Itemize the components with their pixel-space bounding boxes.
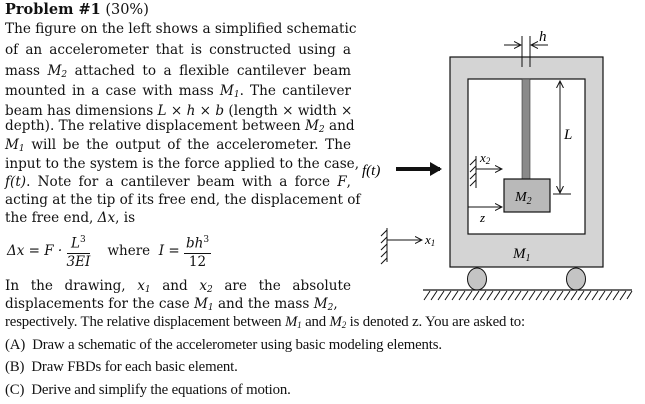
paragraph-line-1: The figure on the left shows a simplifie… <box>5 21 357 37</box>
z-label: z <box>479 210 485 225</box>
paragraph-line-12: In the drawing, x1 and x2 are the absolu… <box>5 278 351 295</box>
x2-label: x2 <box>479 150 491 166</box>
deflection-equation: Δx = F · L3 3EI where I = bh3 12 <box>7 232 212 276</box>
mass-m2: M2 <box>503 178 551 213</box>
problem-title: Problem #1 (30%) <box>5 1 149 18</box>
z-reference: z <box>468 207 502 225</box>
l-dimension: L <box>553 81 572 195</box>
wheel-right <box>566 267 586 291</box>
l-label: L <box>563 127 572 143</box>
task-c: (C) Derive and simplify the equations of… <box>5 382 291 398</box>
problem-number: Problem #1 <box>5 1 101 18</box>
paragraph-line-6: depth). The relative displacement betwee… <box>5 118 355 135</box>
paragraph-line-10: acting at the tip of its free end, the d… <box>5 192 361 208</box>
wheel-left <box>467 267 487 291</box>
x1-label: x1 <box>424 232 435 248</box>
paragraph-line-5: beam has dimensions L × h × b (length × … <box>5 103 353 119</box>
task-b: (B) Draw FBDs for each basic element. <box>5 359 238 375</box>
paragraph-line-11: the free end, Δx, is <box>5 210 136 226</box>
fraction-l3-3ei: L3 3EI <box>66 232 91 271</box>
paragraph-line-8: input to the system is the force applied… <box>5 156 360 172</box>
paragraph-line-13: displacements for the case M1 and the ma… <box>5 296 338 313</box>
paragraph-line-4: mounted in a case with mass M1. The cant… <box>5 83 351 100</box>
m1-label: M1 <box>512 246 531 264</box>
problem-weight: (30%) <box>105 2 149 18</box>
ground <box>423 289 633 301</box>
h-dimension: h <box>504 29 548 67</box>
paragraph-line-2: of an accelerometer that is constructed … <box>5 42 351 58</box>
ft-label: f(t) <box>362 163 380 179</box>
fraction-bh3-12: bh3 12 <box>183 232 212 271</box>
h-label: h <box>539 29 547 45</box>
respectively-line: respectively. The relative displacement … <box>5 314 525 330</box>
paragraph-line-7: M1 will be the output of the acceleromet… <box>5 137 351 154</box>
m2-label: M2 <box>514 190 532 207</box>
cantilever-beam <box>521 78 531 180</box>
force-arrow: f(t) <box>362 162 442 179</box>
x2-reference: x2 <box>469 150 502 188</box>
task-a: (A) Draw a schematic of the acceleromete… <box>5 337 442 353</box>
paragraph-line-9: f(t). Note for a cantilever beam with a … <box>5 174 351 190</box>
paragraph-line-3: mass M2 attached to a flexible cantileve… <box>5 63 351 80</box>
x1-reference: x1 <box>380 228 435 265</box>
equation-lhs: Δx = F · <box>7 242 63 259</box>
where-label: where <box>107 242 151 259</box>
inertia-lhs: I = <box>158 242 180 259</box>
